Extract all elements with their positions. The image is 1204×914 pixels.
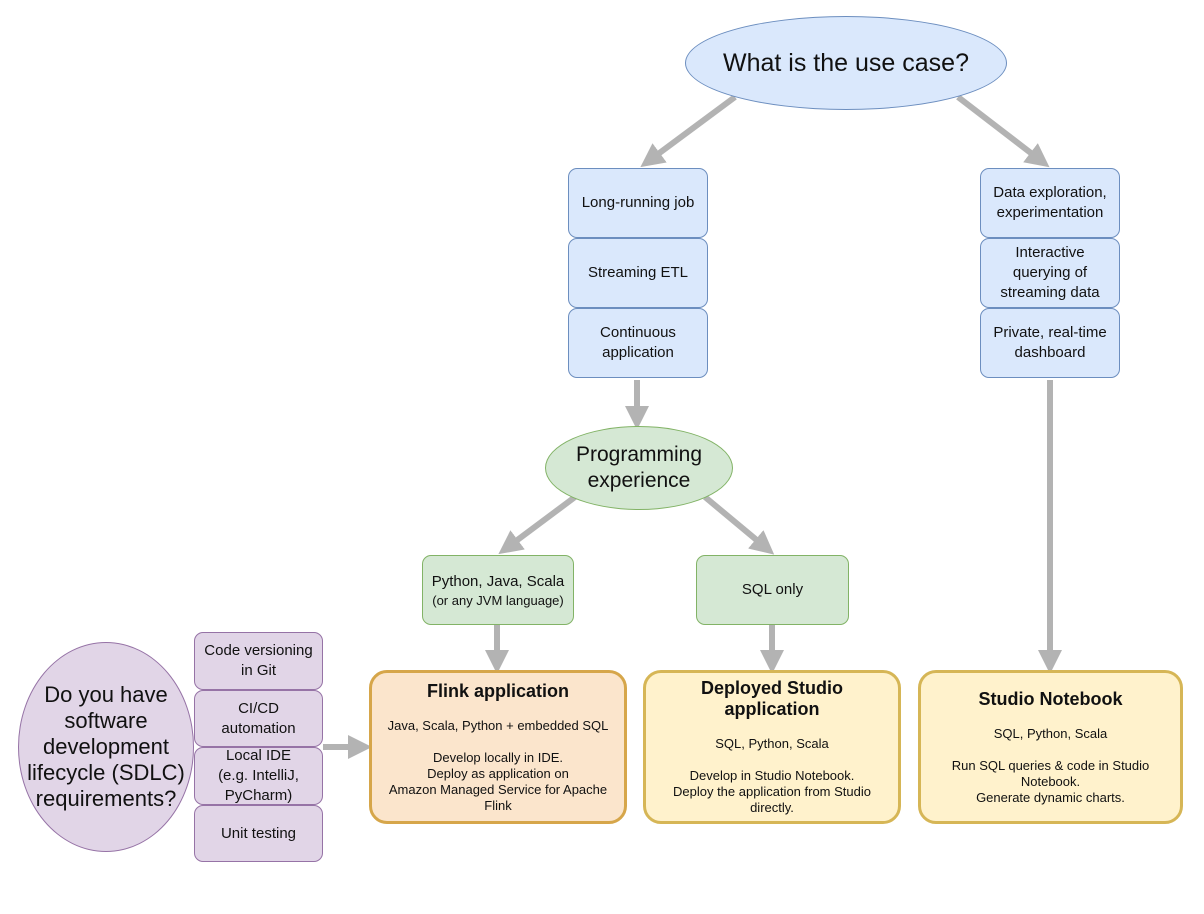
sdlc-item-unit-testing: Unit testing (194, 805, 323, 862)
option-sql-label: SQL only (741, 581, 804, 598)
arrow-programming-to-sql (703, 494, 775, 555)
programming-experience-question: Programming experience (545, 426, 733, 510)
sdlc-item-label: CI/CD automation (221, 699, 296, 737)
outcome-languages: SQL, Python, Scala (993, 725, 1108, 741)
use-case-data-exploration: Data exploration, experimentation (980, 168, 1120, 238)
sdlc-question: Do you have software development lifecyc… (18, 642, 194, 852)
arrow-programming-to-languages (498, 494, 577, 555)
use-case-question-text: What is the use case? (723, 48, 969, 77)
use-case-realtime-dashboard: Private, real-time dashboard (980, 308, 1120, 378)
use-case-label: Continuous application (600, 324, 676, 361)
sdlc-item-local-ide: Local IDE (e.g. IntelliJ, PyCharm) (194, 747, 323, 805)
use-case-label: Streaming ETL (587, 264, 689, 281)
option-languages-label: Python, Java, Scala (431, 572, 565, 590)
outcome-flink-application: Flink application Java, Scala, Python + … (369, 670, 627, 824)
outcome-title: Studio Notebook (978, 688, 1123, 709)
outcome-description: Run SQL queries & code in Studio Noteboo… (951, 757, 1150, 805)
outcome-deployed-studio-application: Deployed Studio application SQL, Python,… (643, 670, 901, 824)
outcome-description: Develop locally in IDE. Deploy as applic… (388, 749, 608, 813)
sdlc-question-text: Do you have software development lifecyc… (27, 682, 185, 811)
use-case-label: Interactive querying of streaming data (1000, 244, 1100, 301)
outcome-title: Flink application (426, 680, 569, 701)
option-languages-sublabel: (or any JVM language) (432, 592, 564, 608)
outcome-title: Deployed Studio application (700, 678, 843, 719)
outcome-languages: Java, Scala, Python + embedded SQL (387, 717, 609, 733)
use-case-interactive-querying: Interactive querying of streaming data (980, 238, 1120, 308)
outcome-languages: SQL, Python, Scala (715, 736, 829, 751)
option-general-languages: Python, Java, Scala (or any JVM language… (422, 555, 574, 625)
use-case-continuous-application: Continuous application (568, 308, 708, 378)
outcome-description: Develop in Studio Notebook. Deploy the a… (672, 768, 871, 815)
use-case-label: Private, real-time dashboard (993, 324, 1107, 361)
arrow-root-to-right (956, 94, 1050, 168)
use-case-question: What is the use case? (685, 16, 1007, 110)
arrow-root-to-left (640, 94, 737, 168)
sdlc-item-label: Code versioning in Git (204, 642, 313, 679)
option-sql-only: SQL only (696, 555, 849, 625)
sdlc-item-label: Local IDE (e.g. IntelliJ, PyCharm) (218, 747, 299, 804)
use-case-label: Long-running job (581, 194, 695, 211)
sdlc-item-label: Unit testing (220, 824, 297, 842)
use-case-streaming-etl: Streaming ETL (568, 238, 708, 308)
sdlc-item-code-versioning: Code versioning in Git (194, 632, 323, 690)
programming-experience-text: Programming experience (575, 443, 703, 492)
outcome-studio-notebook: Studio Notebook SQL, Python, Scala Run S… (918, 670, 1183, 824)
use-case-long-running-job: Long-running job (568, 168, 708, 238)
use-case-label: Data exploration, experimentation (993, 184, 1107, 221)
sdlc-item-cicd: CI/CD automation (194, 690, 323, 747)
